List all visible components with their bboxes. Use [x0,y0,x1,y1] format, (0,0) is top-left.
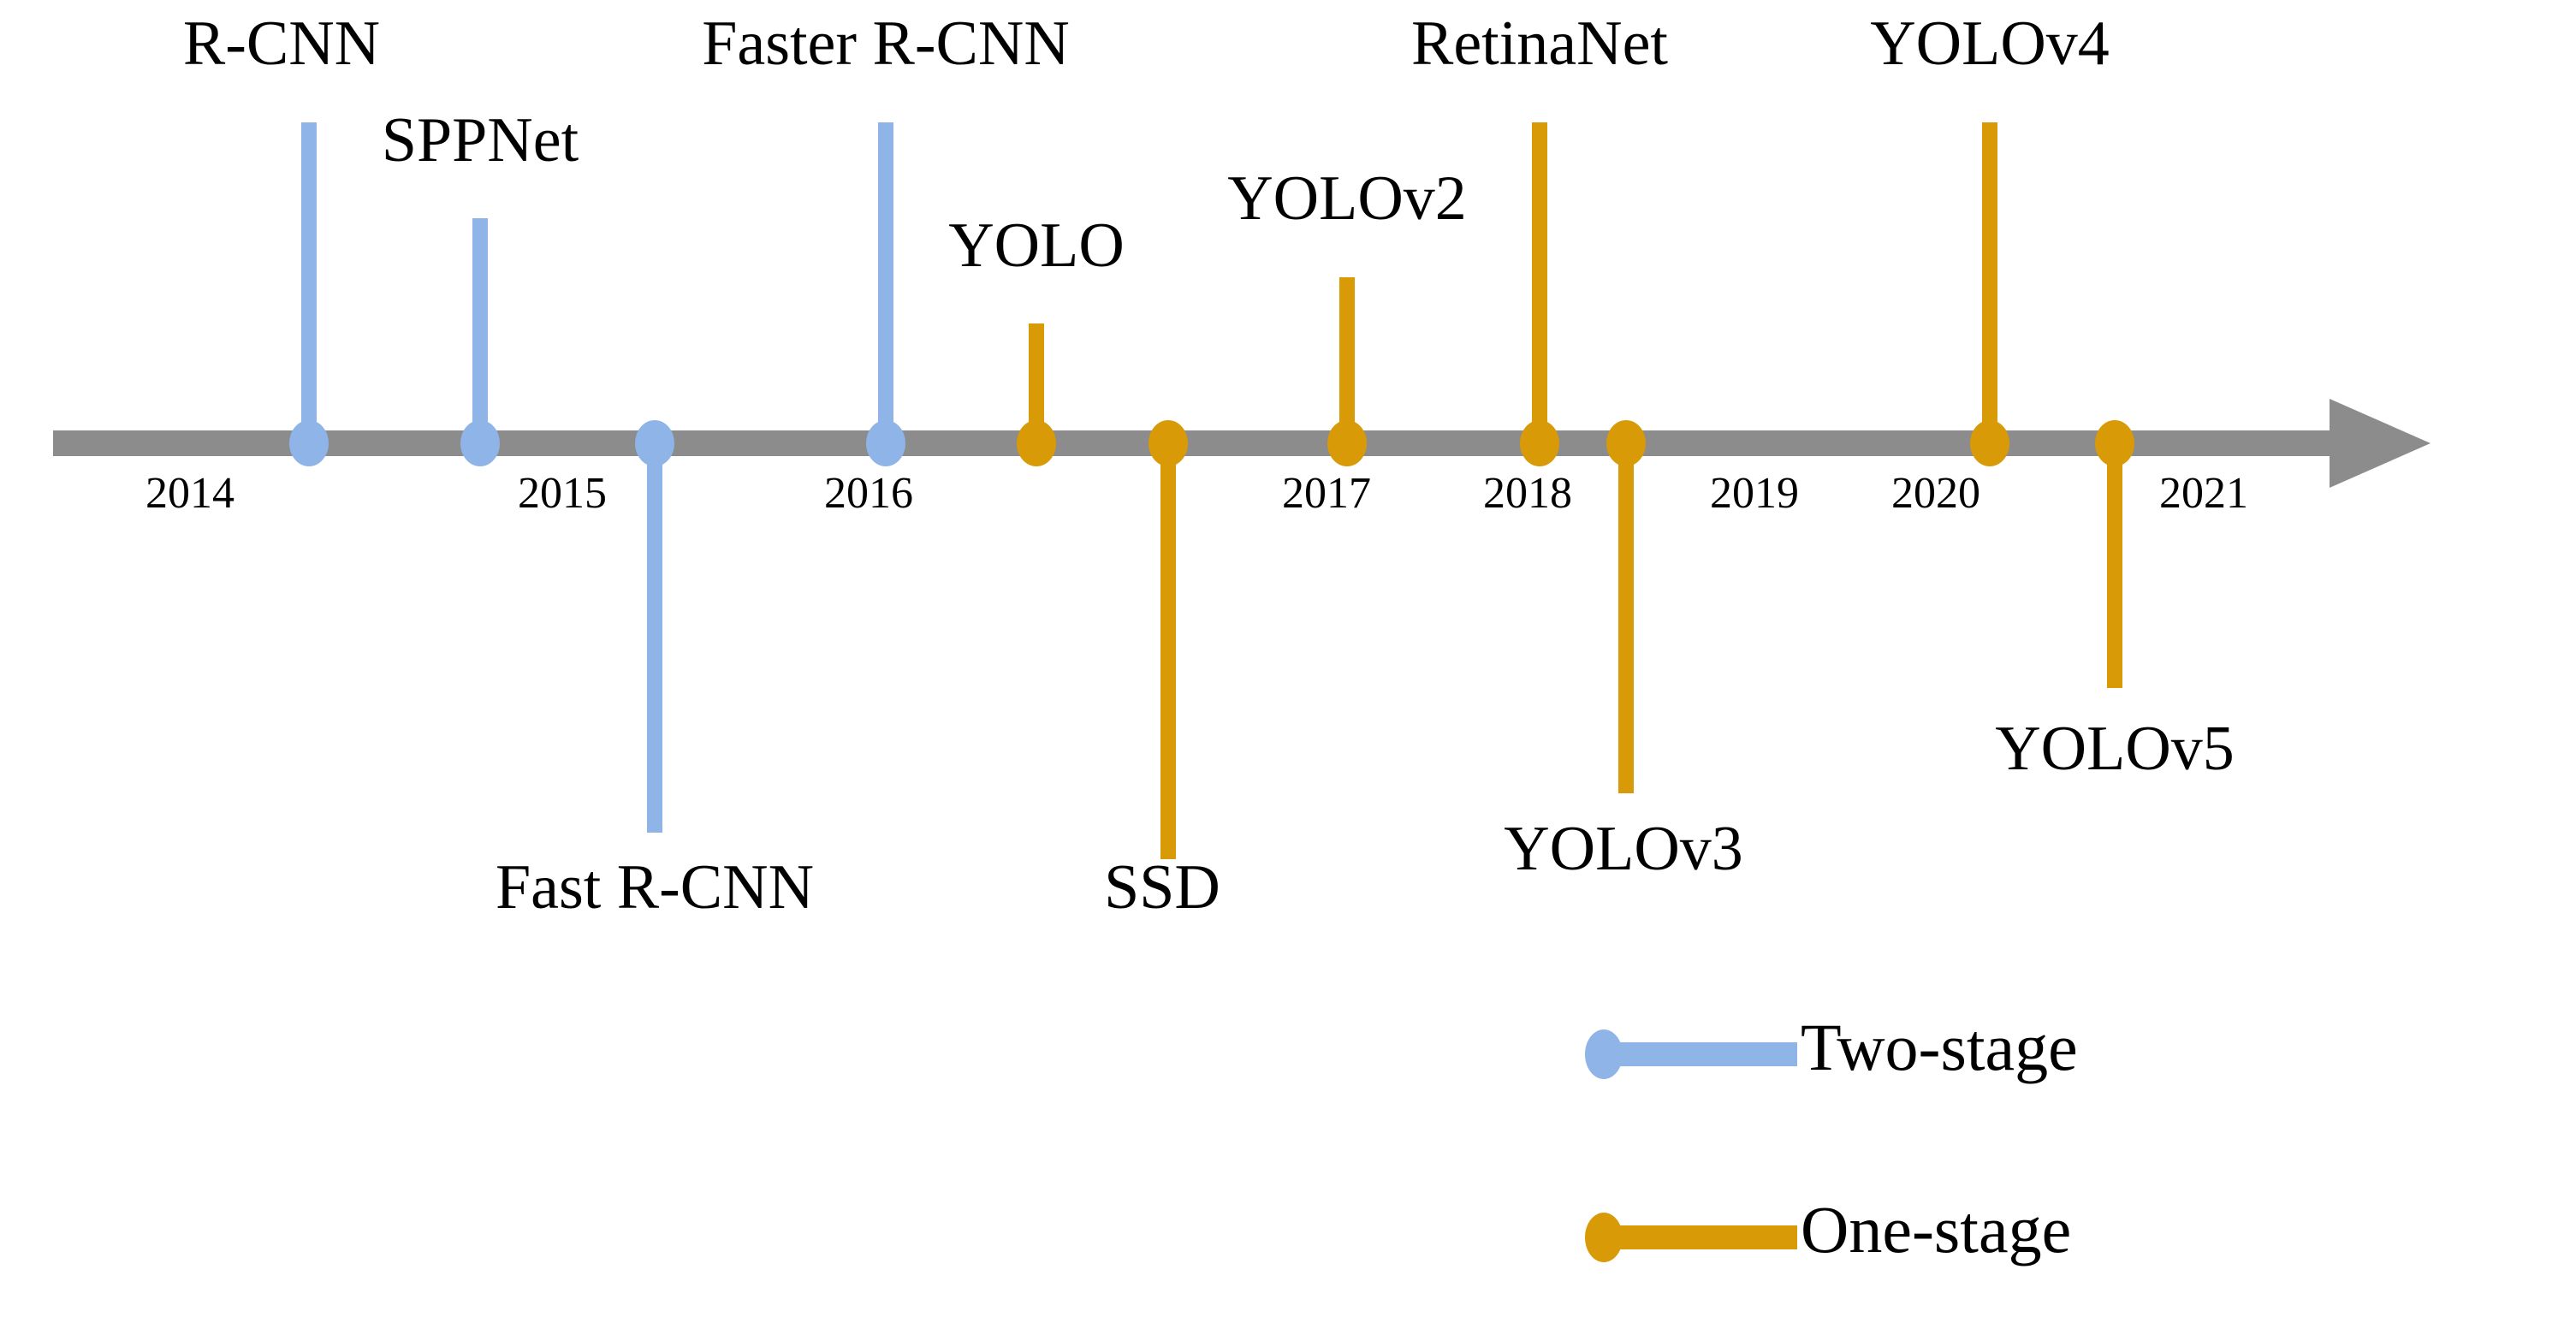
timeline-axis-arrowhead [2330,399,2431,488]
legend-label-one-stage: One-stage [1801,1192,2072,1267]
event-marker-yolo[interactable] [1017,420,1056,466]
event-label-ssd: SSD [1104,852,1220,922]
event-marker-sppnet[interactable] [460,420,500,466]
event-label-sppnet: SPPNet [381,105,579,175]
event-stem-ssd [1160,443,1176,859]
event-stem-r-cnn [301,122,317,443]
event-label-r-cnn: R-CNN [182,9,381,79]
year-label-2017: 2017 [1282,469,1371,518]
legend-line-two-stage [1602,1042,1797,1066]
legend-label-two-stage: Two-stage [1801,1010,2078,1084]
event-label-faster-r-cnn: Faster R-CNN [702,9,1070,79]
event-stem-sppnet [472,218,488,443]
event-label-yolov2: YOLOv2 [1227,163,1467,234]
year-label-2018: 2018 [1483,469,1572,518]
event-stem-yolov5 [2107,443,2122,688]
year-label-2021: 2021 [2159,469,2248,518]
event-stem-fast-r-cnn [647,443,662,833]
event-label-retinanet: RetinaNet [1410,9,1668,79]
event-label-yolo: YOLO [948,211,1125,281]
event-marker-retinanet[interactable] [1520,420,1559,466]
event-label-yolov5: YOLOv5 [1995,714,2235,784]
event-stem-faster-r-cnn [878,122,893,443]
event-label-fast-r-cnn: Fast R-CNN [495,852,815,922]
legend-line-one-stage [1602,1225,1797,1249]
event-stem-yolov2 [1339,277,1355,443]
event-stem-yolo [1029,323,1044,443]
event-marker-r-cnn[interactable] [289,420,329,466]
event-label-yolov3: YOLOv3 [1504,814,1743,884]
year-label-2020: 2020 [1891,469,1980,518]
timeline-axis-bar [53,430,2333,456]
year-label-2015: 2015 [518,469,607,518]
event-stem-retinanet [1532,122,1547,443]
year-label-2014: 2014 [145,469,234,518]
year-label-2016: 2016 [824,469,913,518]
event-marker-faster-r-cnn[interactable] [866,420,905,466]
event-marker-yolov2[interactable] [1327,420,1367,466]
event-label-yolov4: YOLOv4 [1870,9,2110,79]
event-stem-yolov3 [1618,443,1634,793]
year-label-2019: 2019 [1710,469,1799,518]
event-marker-yolov4[interactable] [1970,420,2009,466]
event-stem-yolov4 [1982,122,1997,443]
